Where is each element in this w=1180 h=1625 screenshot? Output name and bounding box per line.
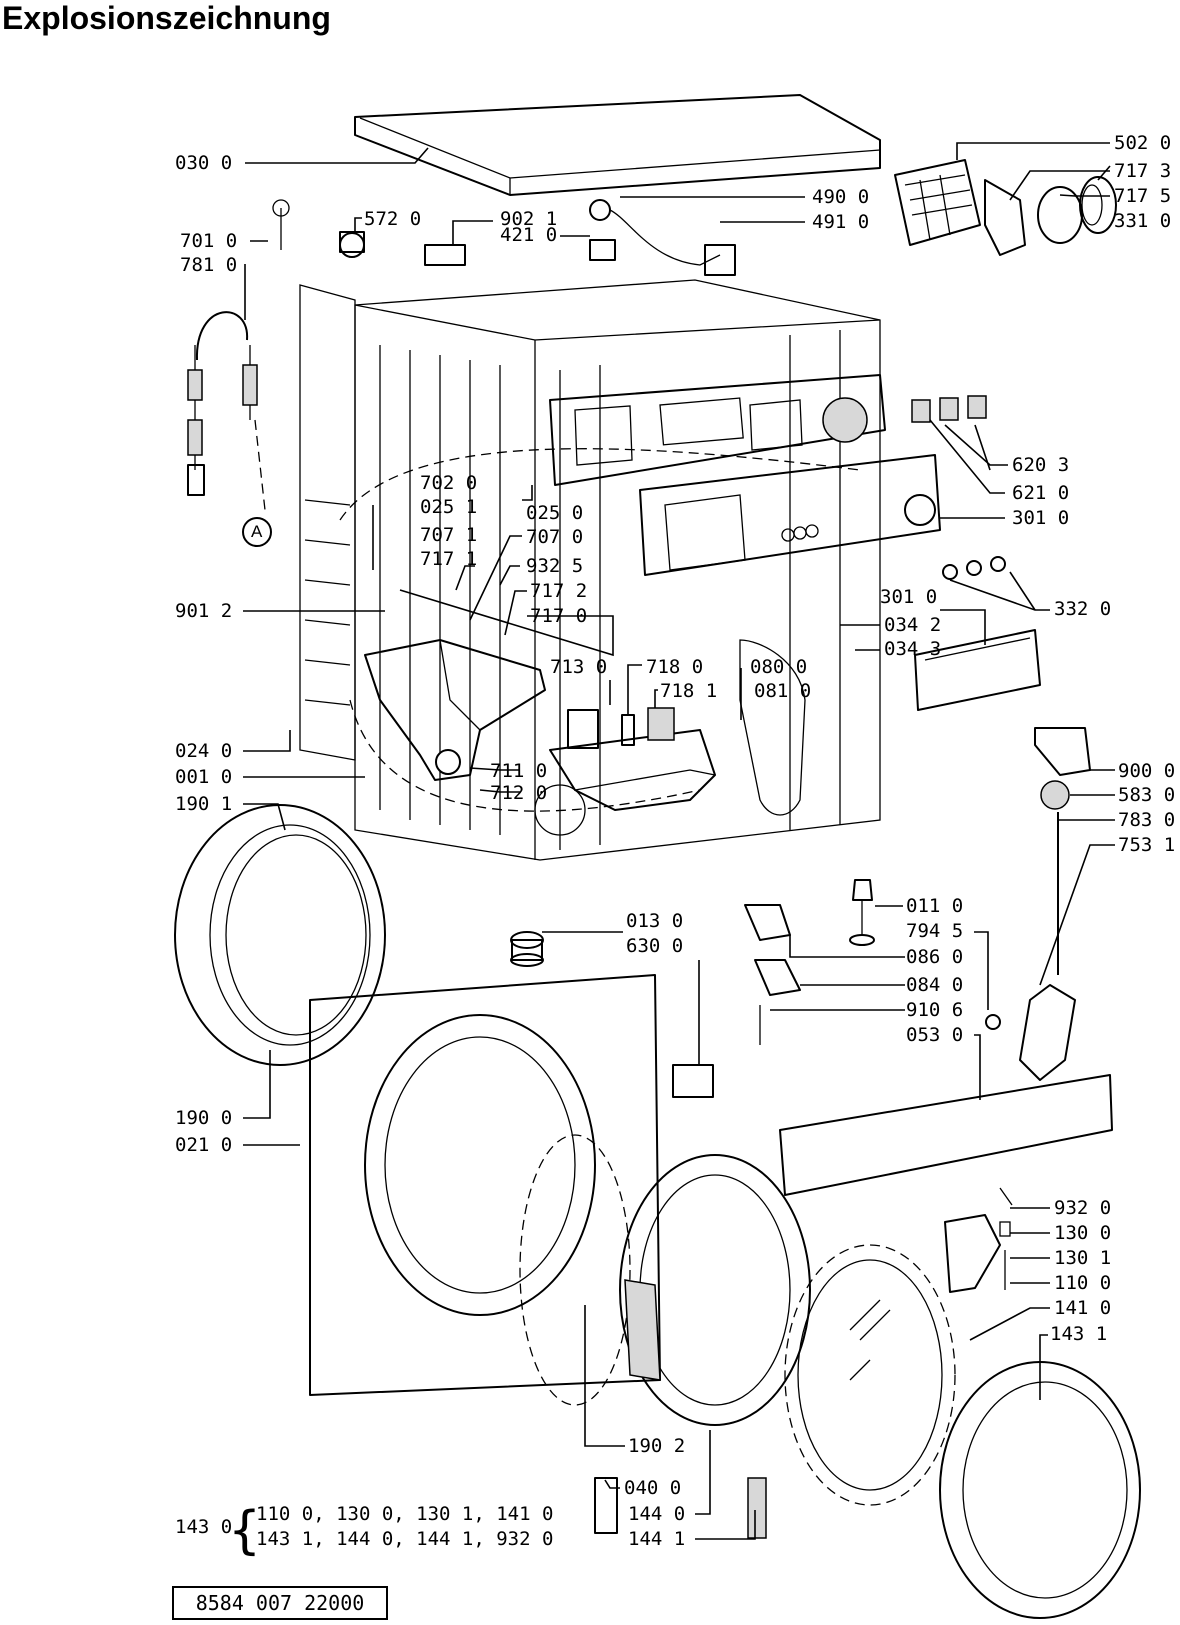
top-cover-part (354, 94, 881, 196)
callout-011-0: 011 0 (906, 895, 964, 917)
callout-086-0: 086 0 (906, 946, 964, 968)
callout-717-1: 717 1 (420, 548, 478, 570)
callout-013-0: 013 0 (626, 910, 684, 932)
door-lock-part (672, 1064, 714, 1098)
buttons-part (942, 556, 1006, 580)
callout-001-0: 001 0 (175, 766, 233, 788)
callout-932-0: 932 0 (1054, 1197, 1112, 1219)
top-components (272, 199, 736, 276)
callout-332-0: 332 0 (1054, 598, 1112, 620)
callout-053-0: 053 0 (906, 1024, 964, 1046)
callout-080-0: 080 0 (750, 656, 808, 678)
callout-910-6: 910 6 (906, 999, 964, 1021)
callout-718-1: 718 1 (660, 680, 718, 702)
callout-901-2: 901 2 (175, 600, 233, 622)
callout-130-0: 130 0 (1054, 1222, 1112, 1244)
callout-301-0-drawer: 301 0 (880, 586, 938, 608)
door-glass-part (784, 1244, 956, 1506)
callout-794-5: 794 5 (906, 920, 964, 942)
callout-421-0: 421 0 (500, 224, 558, 246)
callout-084-0: 084 0 (906, 974, 964, 996)
callout-502-0: 502 0 (1114, 132, 1172, 154)
callout-143-0: 143 0 (175, 1516, 233, 1538)
callout-702-0: 702 0 (420, 472, 478, 494)
callout-583-0: 583 0 (1118, 784, 1176, 806)
callout-620-3: 620 3 (1012, 454, 1070, 476)
drawer-part (549, 729, 716, 811)
electronic-board-part (894, 159, 981, 246)
kit-list-line-2: 143 1, 144 0, 144 1, 932 0 (256, 1528, 554, 1550)
callout-717-0: 717 0 (530, 605, 588, 627)
callout-902-1: 902 1 (500, 208, 558, 230)
front-panel-part (639, 454, 941, 576)
callout-491-0: 491 0 (812, 211, 870, 233)
callout-144-1: 144 1 (628, 1528, 686, 1550)
callout-034-3: 034 3 (884, 638, 942, 660)
door-ring-part (939, 1361, 1141, 1619)
document-number-box: 8584 007 22000 (172, 1586, 388, 1620)
cabinet-frame (299, 279, 881, 861)
callout-141-0: 141 0 (1054, 1297, 1112, 1319)
callout-030-0: 030 0 (175, 152, 233, 174)
dispenser-part (364, 639, 546, 781)
callout-190-2: 190 2 (628, 1435, 686, 1457)
marker-a-label: A (251, 522, 263, 541)
callout-630-0: 630 0 (626, 935, 684, 957)
callout-701-0: 701 0 (180, 230, 238, 252)
callout-718-0: 718 0 (646, 656, 704, 678)
door-handle-part (944, 1187, 1013, 1293)
callout-144-0: 144 0 (628, 1503, 686, 1525)
callout-040-0: 040 0 (624, 1477, 682, 1499)
callout-717-3: 717 3 (1114, 160, 1172, 182)
marker-a-circle (242, 517, 272, 547)
callout-572-0: 572 0 (364, 208, 422, 230)
callout-490-0: 490 0 (812, 186, 870, 208)
kit-brace: { (228, 1501, 262, 1561)
callout-717-2: 717 2 (530, 580, 588, 602)
callout-190-0: 190 0 (175, 1107, 233, 1129)
callout-711-0: 711 0 (490, 760, 548, 782)
callout-621-0: 621 0 (1012, 482, 1070, 504)
callout-717-5: 717 5 (1114, 185, 1172, 207)
callout-713-0: 713 0 (550, 656, 608, 678)
callout-331-0: 331 0 (1114, 210, 1172, 232)
callout-753-1: 753 1 (1118, 834, 1176, 856)
callout-130-1: 130 1 (1054, 1247, 1112, 1269)
callout-025-1: 025 1 (420, 496, 478, 518)
callout-110-0: 110 0 (1054, 1272, 1112, 1294)
kickplate-part (779, 1074, 1113, 1196)
page-title: Explosionszeichnung (2, 0, 331, 36)
feet-part (510, 879, 875, 967)
kit-list-line-1: 110 0, 130 0, 130 1, 141 0 (256, 1503, 554, 1525)
control-panel-part (549, 374, 886, 486)
inlet-hose-part (187, 311, 266, 511)
callout-025-0: 025 0 (526, 502, 584, 524)
callout-707-0: 707 0 (526, 526, 584, 548)
callout-301-0-panel: 301 0 (1012, 507, 1070, 529)
front-panel-021 (309, 974, 661, 1406)
callout-190-1: 190 1 (175, 793, 233, 815)
callout-932-5: 932 5 (526, 555, 584, 577)
pressure-switch-part (1034, 727, 1091, 810)
callout-034-2: 034 2 (884, 614, 942, 636)
callout-081-0: 081 0 (754, 680, 812, 702)
drain-pump-part (1019, 984, 1076, 1081)
callout-707-1: 707 1 (420, 524, 478, 546)
callout-712-0: 712 0 (490, 782, 548, 804)
knob-mechanism-part (984, 176, 1117, 256)
hinge-latch-parts (594, 1477, 767, 1539)
callout-024-0: 024 0 (175, 740, 233, 762)
callout-900-0: 900 0 (1118, 760, 1176, 782)
callout-143-1: 143 1 (1050, 1323, 1108, 1345)
callout-781-0: 781 0 (180, 254, 238, 276)
leader-lines (243, 142, 1115, 1540)
drawer-front-part (914, 629, 1041, 711)
door-seal-part (174, 804, 386, 1066)
callout-021-0: 021 0 (175, 1134, 233, 1156)
switch-group-part (911, 395, 987, 423)
callout-783-0: 783 0 (1118, 809, 1176, 831)
small-boxes (567, 707, 675, 749)
door-frame-part (619, 1154, 811, 1426)
